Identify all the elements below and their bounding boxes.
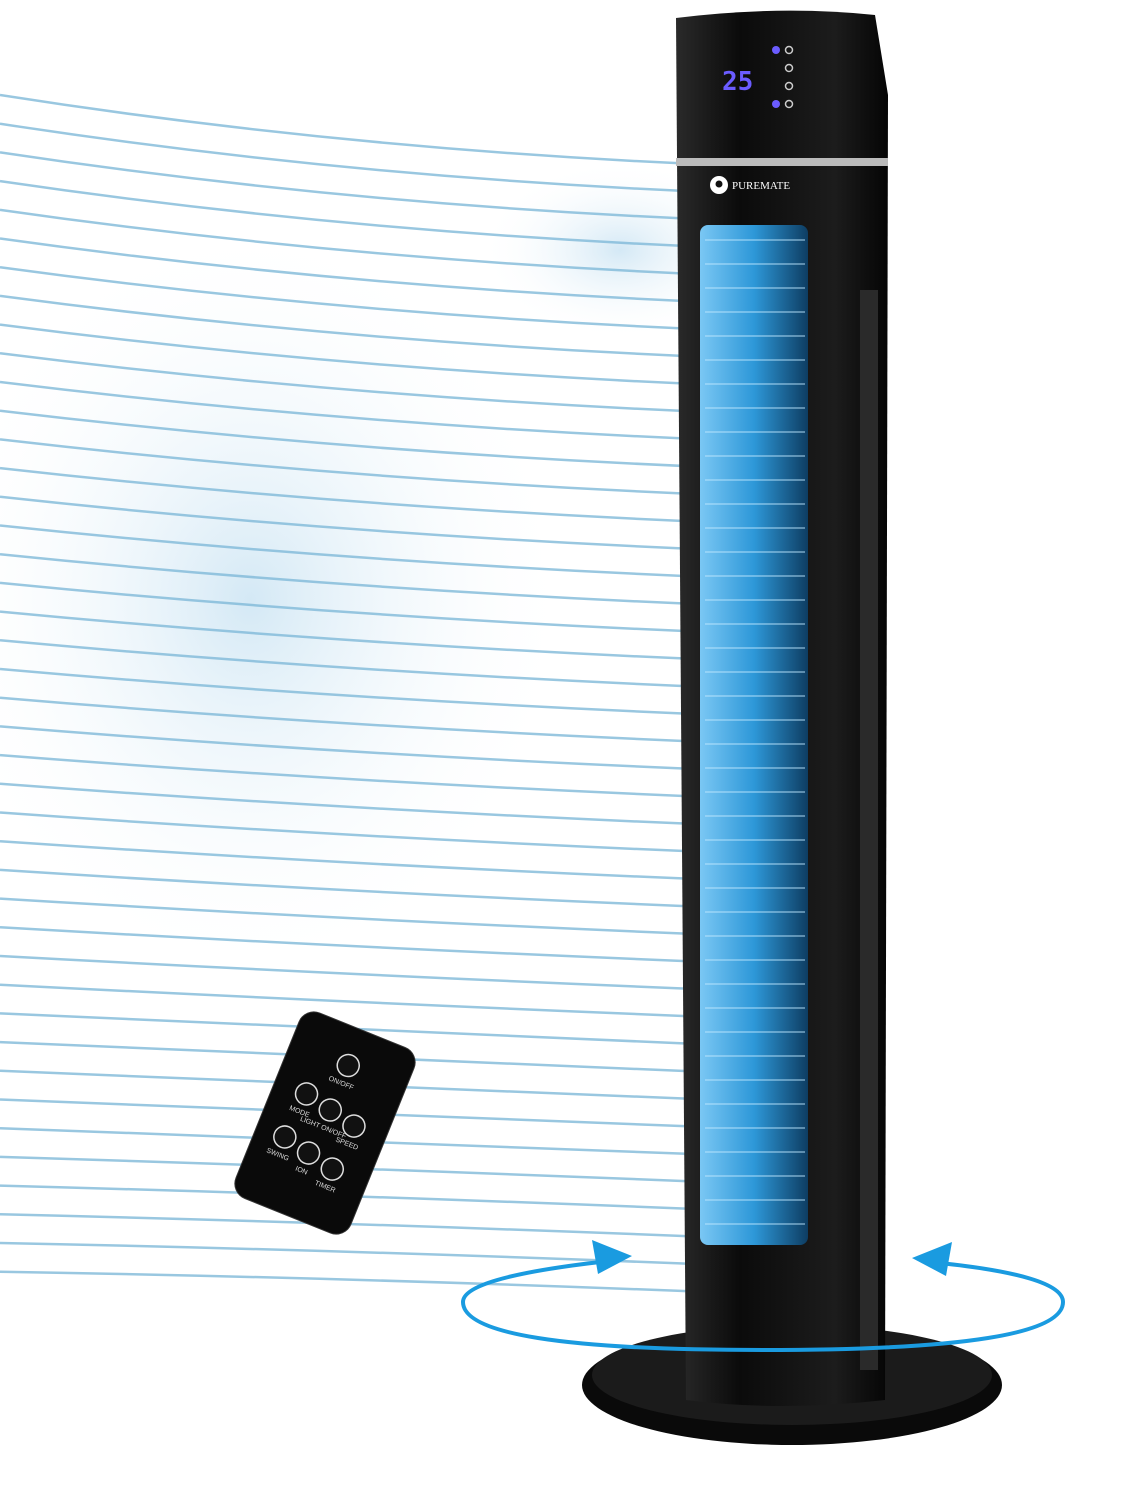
timer-icon[interactable] bbox=[318, 1155, 347, 1184]
ion-icon[interactable] bbox=[294, 1139, 323, 1168]
mode-touch-button[interactable] bbox=[784, 63, 794, 73]
airflow-line bbox=[0, 495, 721, 552]
power-icon[interactable] bbox=[334, 1051, 363, 1080]
airflow-line bbox=[0, 1270, 721, 1294]
glowing-grille bbox=[700, 225, 808, 1245]
airflow-line bbox=[0, 954, 721, 992]
airflow-line bbox=[0, 639, 721, 689]
wave-icon[interactable] bbox=[292, 1080, 321, 1109]
airflow-line bbox=[0, 926, 721, 964]
sun-icon[interactable] bbox=[316, 1096, 345, 1125]
airflow-line bbox=[0, 409, 721, 469]
airflow-line bbox=[0, 839, 721, 882]
temperature-display: 25 bbox=[722, 67, 753, 97]
airflow-line bbox=[0, 179, 721, 249]
airflow-line bbox=[0, 323, 721, 387]
airflow-line bbox=[0, 667, 721, 717]
airflow-line bbox=[0, 237, 721, 304]
airflow-line bbox=[0, 208, 721, 277]
indicator-light bbox=[772, 100, 780, 108]
chrome-band bbox=[676, 158, 888, 166]
airflow-line bbox=[0, 897, 721, 937]
remote-button-label: ION bbox=[294, 1166, 308, 1177]
arrow-right-icon bbox=[592, 1240, 632, 1274]
airflow-line bbox=[0, 352, 721, 414]
airflow-line bbox=[0, 122, 721, 194]
airflow-line bbox=[0, 696, 721, 744]
brand-name: PUREMATE bbox=[732, 180, 790, 192]
airflow-line bbox=[0, 524, 721, 579]
airflow-line bbox=[0, 151, 721, 222]
airflow-line bbox=[0, 1213, 721, 1239]
airflow-line bbox=[0, 438, 721, 497]
air-haze bbox=[0, 220, 570, 980]
airflow-line bbox=[0, 868, 721, 909]
grille-slats bbox=[705, 239, 805, 1225]
power-touch-button[interactable] bbox=[784, 45, 794, 55]
swing-icon[interactable] bbox=[271, 1123, 300, 1152]
airflow-line bbox=[0, 811, 721, 854]
airflow-line bbox=[0, 552, 721, 607]
airflow-line bbox=[0, 581, 721, 634]
airflow-line bbox=[0, 466, 721, 524]
timer-touch-button[interactable] bbox=[784, 99, 794, 109]
airflow-line bbox=[0, 265, 721, 332]
oscillation-ring bbox=[460, 1260, 1066, 1353]
airflow-line bbox=[0, 93, 721, 167]
speed-touch-button[interactable] bbox=[784, 81, 794, 91]
indicator-light bbox=[772, 46, 780, 54]
fan-icon[interactable] bbox=[340, 1112, 369, 1141]
airflow-line bbox=[0, 294, 721, 359]
airflow-line bbox=[0, 753, 721, 799]
side-grille bbox=[860, 290, 878, 1370]
airflow-line bbox=[0, 610, 721, 662]
airflow-line bbox=[0, 380, 721, 442]
airflow-line bbox=[0, 782, 721, 827]
airflow-line bbox=[0, 983, 721, 1019]
arrow-left-icon bbox=[912, 1242, 952, 1276]
airflow-line bbox=[0, 725, 721, 772]
